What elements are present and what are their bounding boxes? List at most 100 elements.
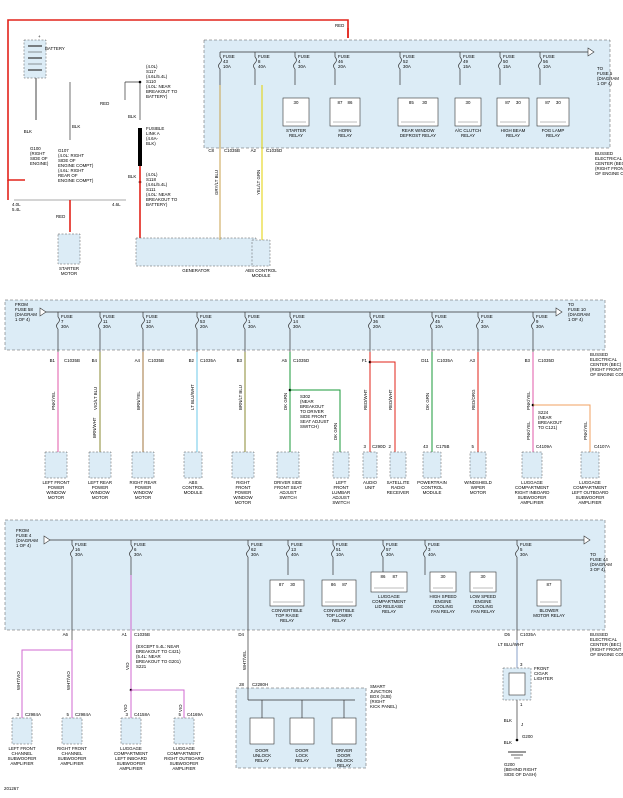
mid-wire-label-9: PNK/YEL <box>526 391 531 410</box>
mid-component-11-label: AMPLIFIER <box>520 500 543 505</box>
mid-fuse-2-word: FUSE <box>146 314 158 319</box>
amp-outboard-wire <box>533 404 591 452</box>
amp-conn-1: C2984A <box>75 712 91 717</box>
starter-motor <box>57 233 81 265</box>
fusible-link-label: FUSIBLE <box>146 126 164 131</box>
wire-color-blk: BLK <box>72 124 80 129</box>
high-fan-relay-pin: 30 <box>441 574 446 579</box>
bot-component-0-label: CHANNEL <box>12 751 34 756</box>
mid-component-7-label: AUDIO <box>363 480 377 485</box>
from-fuse-4-arrow <box>43 535 51 545</box>
mid-fuse-9-word: FUSE <box>536 314 548 319</box>
bec-middle-label: BUSSED <box>590 352 608 357</box>
mid-fuse-7-word: FUSE <box>435 314 447 319</box>
bot-fuse-5-rating: 30A <box>386 552 394 557</box>
mid-cavity-8: A3 <box>470 358 476 363</box>
top-fuse-4-number: 52 <box>403 59 408 64</box>
mid-component-4-label: FRONT <box>235 485 250 490</box>
wire-color-red: RED <box>56 214 65 219</box>
pin-28: 28 <box>239 682 244 687</box>
pin-3-cigar: 3 <box>520 662 523 667</box>
mid-fuse-4-number: 1 <box>248 319 251 324</box>
top-fuse-5-number: 49 <box>463 59 468 64</box>
high-fan-relay <box>429 571 457 593</box>
mid-cavity-0: B1 <box>50 358 56 363</box>
horn-relay-label: RELAY <box>338 133 352 138</box>
mid-component-4 <box>231 451 255 479</box>
bec-top-box <box>203 39 611 149</box>
bot-component-1-label: CHANNEL <box>62 751 84 756</box>
convertible-lower-relay-pin: 86 <box>331 582 336 587</box>
top-fuse-0-number: 43 <box>223 59 228 64</box>
wire-color-red: RED <box>100 101 109 106</box>
to-fuse-10-label: 1 OF 4) <box>568 317 583 322</box>
bot-component-1-label: RIGHT FRONT <box>57 746 87 751</box>
fog-lamp-relay-label: FOG LAMP <box>542 128 565 133</box>
pin-j: J <box>521 722 523 727</box>
mid-component-12-label: LUGGAGE <box>579 480 601 485</box>
mid-component-11 <box>521 451 543 479</box>
mid-cavity-4: B3 <box>237 358 243 363</box>
mid-component-2-label: POWER <box>135 485 152 490</box>
mid-conn-c1035a-b: C1035A <box>437 358 453 363</box>
starter-motor-label: MOTOR <box>61 271 77 276</box>
fog-lamp-relay-label: RELAY <box>546 133 560 138</box>
battery-label: BATTERY <box>45 46 65 51</box>
bec-top-label: ELECTRICAL <box>595 156 623 161</box>
bot-fuse-2-word: FUSE <box>251 542 263 547</box>
bot-component-3-label: COMPARTMENT <box>167 751 201 756</box>
starter-relay-pin: 30 <box>294 100 299 105</box>
splice-s221-label: BREAKOUT TO C421) <box>136 649 181 654</box>
convertible-lower-relay-label: RELAY <box>332 618 346 623</box>
from-fuse-4-label: FROM <box>16 528 29 533</box>
mid-component-9 <box>422 451 442 479</box>
mid-component-10-label: WINDSHIELD <box>464 480 492 485</box>
mid-component-0 <box>44 451 68 479</box>
mid-component-6-label: SWITCH <box>332 500 349 505</box>
fuse-icon <box>218 56 222 70</box>
connector-c1035b: C1035B <box>224 148 240 153</box>
bot-fuse-5-word: FUSE <box>386 542 398 547</box>
starter-relay-label: RELAY <box>289 133 303 138</box>
horn-relay-pin: 86 <box>348 100 353 105</box>
mid-component-5-label: FRONT SEAT <box>274 485 302 490</box>
fusible-link-label: LINK A <box>146 131 160 136</box>
fuse-icon <box>56 316 60 330</box>
ground-g200-label: G200 <box>504 762 515 767</box>
fuse-icon <box>288 316 292 330</box>
high-fan-relay-label: HIGH SPEED <box>429 594 456 599</box>
connector-c8: C8 <box>208 148 214 153</box>
splice-s224-label: TO C121) <box>538 425 558 430</box>
ro-amp-wire <box>131 689 185 718</box>
splice-s302-label: TO DRIVER <box>300 409 324 414</box>
convertible-raise-relay-label: CONVERTIBLE <box>272 608 303 613</box>
bot-component-2-label: COMPARTMENT <box>114 751 148 756</box>
mid-fuse-4-rating: 30A <box>248 324 256 329</box>
mid-component-8 <box>389 451 407 479</box>
top-fuse-4-rating: 30A <box>403 64 411 69</box>
mid-component-0-label: WINDOW <box>46 490 66 495</box>
mid-cavity-2: A4 <box>135 358 141 363</box>
from-fuse-4-label: (DIAGRAM <box>16 538 38 543</box>
mid-component-8-label: RECEIVER <box>387 490 409 495</box>
pin-2: 2 <box>389 444 392 449</box>
cigar-lighter-label: CIGAR <box>534 671 548 676</box>
from-fuse-4-label: 1 OF 4) <box>16 543 31 548</box>
mid-conn-c1035d-b: C1035D <box>538 358 554 363</box>
top-fuse-5-rating: 15A <box>463 64 471 69</box>
mid-cavity-1: B4 <box>92 358 98 363</box>
mid-fuse-1-word: FUSE <box>103 314 115 319</box>
bot-component-0-label: LEFT FRONT <box>9 746 36 751</box>
ac-clutch-relay <box>454 97 482 127</box>
bot-component-0 <box>11 717 33 745</box>
splice-s110 <box>138 80 142 84</box>
amp-conn-0: C2984A <box>25 712 41 717</box>
bec-bottom-label: CENTER (BEC) <box>590 642 622 647</box>
bot-component-3-label: AMPLIFIER <box>172 766 195 771</box>
top-fuse-2-rating: 30A <box>298 64 306 69</box>
low-fan-relay-label: LOW SPEED <box>470 594 496 599</box>
generator-label: GENERATOR <box>182 268 209 273</box>
bot-fuse-4-number: 51 <box>336 547 341 552</box>
bot-fuse-5-number: 57 <box>386 547 391 552</box>
ground-g107-label: SIDE OF <box>58 158 76 163</box>
